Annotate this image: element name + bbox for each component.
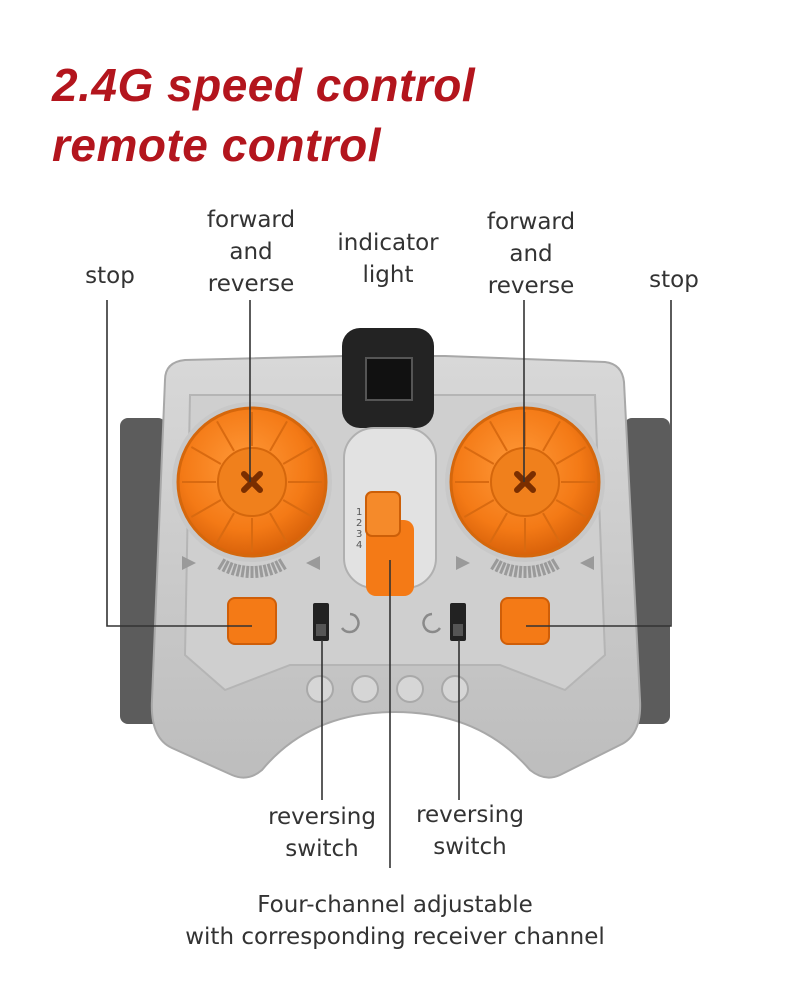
scale-tick	[535, 564, 542, 577]
dial-rib	[555, 499, 587, 518]
indicator-light	[365, 357, 413, 401]
label-channel-note: Four-channel adjustable with correspondi…	[185, 892, 605, 950]
dial-rib	[269, 420, 288, 452]
left-scale-arrow-left	[182, 556, 196, 570]
dial-rib	[216, 512, 235, 544]
scale-tick	[240, 565, 246, 578]
label-reversing-switch-right: reversing switch	[416, 802, 524, 860]
scale-tick	[277, 558, 287, 571]
scale-tick	[258, 565, 264, 578]
rotate-icon-right	[422, 612, 442, 634]
dial-rib	[555, 446, 587, 465]
axle-hole-left	[241, 471, 263, 493]
left-dial[interactable]	[172, 402, 332, 562]
scale-tick	[508, 564, 515, 577]
scale-tick	[235, 564, 242, 577]
scale-tick	[490, 558, 500, 571]
scale-tick	[518, 565, 523, 578]
scale-tick	[254, 565, 259, 578]
dial-rib	[282, 499, 314, 518]
dial-rib	[463, 446, 495, 465]
left-dial-scale	[217, 558, 287, 578]
stud-2	[351, 675, 379, 703]
scale-tick	[226, 561, 234, 575]
scale-tick	[543, 561, 551, 575]
axle-hole-right	[514, 471, 536, 493]
label-indicator-light: indicator light	[337, 230, 439, 288]
label-stop-left: stop	[85, 263, 135, 289]
leader-stop-left	[106, 300, 252, 627]
scale-tick	[230, 563, 238, 576]
scale-tick	[250, 566, 254, 578]
stud-4	[441, 675, 469, 703]
switch-lever-left	[316, 624, 326, 636]
title-line-2: remote control	[52, 119, 382, 171]
scale-tick	[550, 558, 560, 571]
scale-tick	[547, 560, 556, 573]
stud-3	[396, 675, 424, 703]
rotate-icon-left	[340, 612, 360, 634]
channel-number: 2	[356, 518, 362, 529]
channel-number: 4	[356, 540, 362, 551]
scale-tick	[513, 565, 519, 578]
leader-stop-right	[526, 300, 672, 627]
scale-tick	[523, 566, 527, 578]
label-reversing-switch-left: reversing switch	[268, 804, 376, 862]
label-forward-reverse-right: forward and reverse	[486, 209, 576, 299]
scale-tick	[245, 565, 250, 578]
dial-rib	[282, 446, 314, 465]
scale-tick	[539, 563, 547, 576]
stop-button-right[interactable]	[500, 597, 550, 645]
label-forward-reverse-left: forward and reverse	[206, 207, 296, 297]
dial-rib	[190, 446, 222, 465]
channel-number: 3	[356, 529, 362, 540]
scale-tick	[217, 558, 227, 571]
left-scale-arrow-right	[306, 556, 320, 570]
scale-tick	[221, 560, 230, 573]
right-scale-arrow-left	[456, 556, 470, 570]
switch-lever-right	[453, 624, 463, 636]
dial-rib	[269, 512, 288, 544]
scale-tick	[266, 563, 274, 576]
stud-1	[306, 675, 334, 703]
dial-rib	[542, 420, 561, 452]
scale-tick	[527, 565, 532, 578]
scale-tick	[503, 563, 511, 576]
title-line-1: 2.4G speed control	[52, 59, 476, 111]
right-dial-scale	[490, 558, 560, 578]
dial-rib	[489, 512, 508, 544]
scale-tick	[499, 561, 507, 575]
scale-tick	[270, 561, 278, 575]
label-stop-right: stop	[649, 267, 699, 293]
right-scale-arrow-right	[580, 556, 594, 570]
dial-rib	[190, 499, 222, 518]
scale-tick	[274, 560, 283, 573]
channel-number: 1	[356, 507, 362, 518]
channel-track	[366, 520, 414, 596]
stop-button-left[interactable]	[227, 597, 277, 645]
right-dial[interactable]	[445, 402, 605, 562]
dial-rib	[542, 512, 561, 544]
dial-rib	[463, 499, 495, 518]
dial-rib	[216, 420, 235, 452]
scale-tick	[531, 565, 537, 578]
dial-rib	[489, 420, 508, 452]
scale-tick	[494, 560, 503, 573]
scale-tick	[262, 564, 269, 577]
channel-selector-knob[interactable]	[365, 491, 401, 537]
